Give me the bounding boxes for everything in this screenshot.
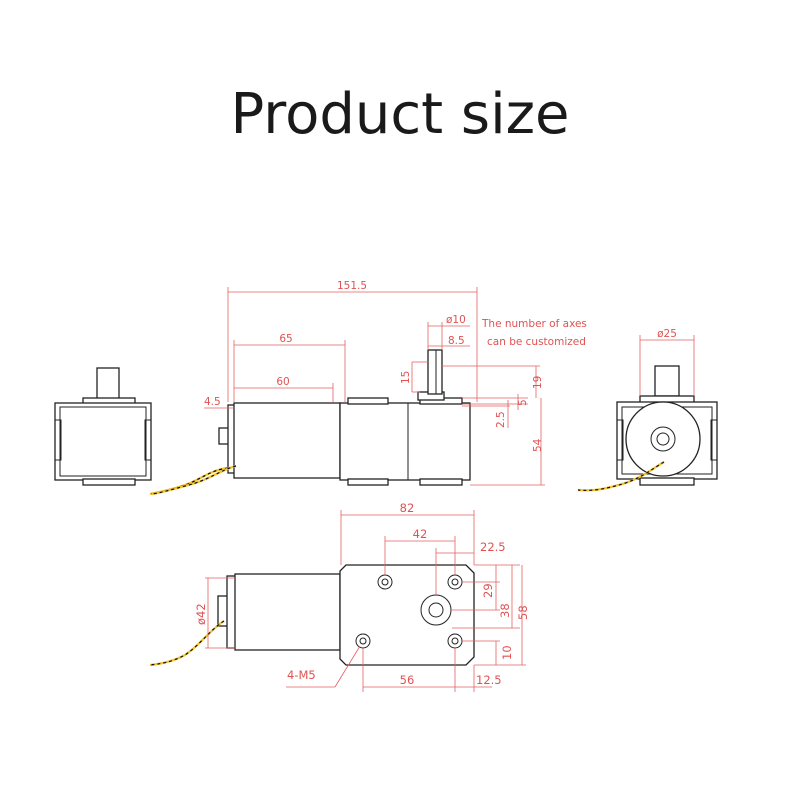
right-side-dimensions: ø25: [639, 328, 695, 396]
dim-2-5: 2.5: [495, 411, 507, 428]
dim-65: 65: [279, 333, 292, 345]
dim-dia-10: ø10: [446, 314, 466, 326]
hole-spec-label: 4-M5: [287, 668, 316, 682]
dim-29: 29: [481, 583, 495, 598]
front-view: [218, 349, 471, 486]
dim-54: 54: [532, 438, 544, 452]
customization-note-line2: can be customized: [487, 336, 586, 348]
dim-56: 56: [400, 673, 415, 687]
dim-15: 15: [400, 371, 412, 384]
dim-4-5: 4.5: [204, 396, 221, 408]
dim-8-5: 8.5: [448, 335, 465, 347]
bottom-view: [149, 564, 475, 667]
dim-19: 19: [532, 376, 544, 389]
dim-5: 5: [517, 399, 529, 406]
dim-42: 42: [413, 527, 428, 541]
front-view-dimensions: 151.5 65 60 4.5 ø10 8.5 The number of ax…: [151, 280, 587, 496]
dim-dia-25: ø25: [657, 328, 677, 340]
dim-38: 38: [498, 603, 512, 618]
bottom-view-dimensions: 82 42 22.5 ø42 29 38 58 10: [194, 501, 530, 692]
dim-82: 82: [400, 501, 415, 515]
page-title: Product size: [230, 82, 570, 147]
right-side-view: [577, 365, 718, 492]
dim-60: 60: [276, 376, 289, 388]
dim-dia-42: ø42: [194, 603, 208, 625]
dim-151-5: 151.5: [337, 280, 367, 292]
dim-22-5: 22.5: [480, 540, 506, 554]
customization-note-line1: The number of axes: [481, 318, 587, 330]
dim-58: 58: [516, 605, 530, 620]
dim-10: 10: [500, 645, 514, 660]
left-end-view: [54, 367, 229, 496]
dim-12-5: 12.5: [476, 673, 502, 687]
